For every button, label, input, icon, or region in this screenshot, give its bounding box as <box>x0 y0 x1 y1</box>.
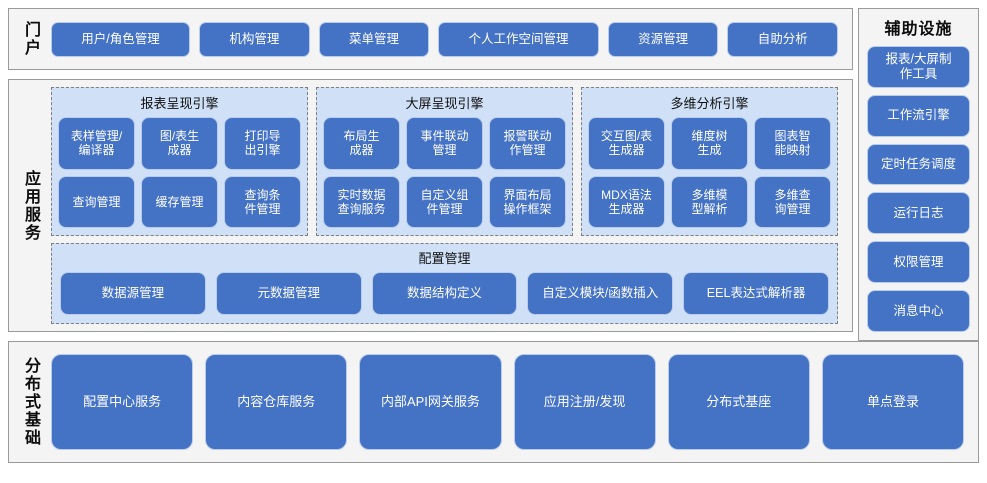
distributed-base-section: 分布式基础 配置中心服务 内容仓库服务 内部API网关服务 应用注册/发现 分布… <box>8 341 979 463</box>
dist-item-config-center-service[interactable]: 配置中心服务 <box>51 354 194 450</box>
engine-group-olap-items: 交互图/表 生成器 维度树 生成 图表智 能映射 MDX语法 生成器 多维模 型… <box>588 117 831 228</box>
bigscreen-item-ui-layout-operation-framework[interactable]: 界面布局 操作框架 <box>489 175 566 228</box>
config-item-metadata-management[interactable]: 元数据管理 <box>215 272 362 315</box>
report-item-query-condition-management[interactable]: 查询条 件管理 <box>224 175 301 228</box>
config-item-datasource-management[interactable]: 数据源管理 <box>60 272 206 315</box>
aux-item-workflow-engine[interactable]: 工作流引擎 <box>867 94 970 137</box>
portal-band-label: 门户 <box>22 21 39 57</box>
portal-item-resource-management[interactable]: 资源管理 <box>607 21 719 57</box>
report-item-print-export-engine[interactable]: 打印导 出引擎 <box>224 117 301 170</box>
olap-item-chart-smart-mapping[interactable]: 图表智 能映射 <box>754 117 831 170</box>
bigscreen-item-custom-component-management[interactable]: 自定义组 件管理 <box>406 175 483 228</box>
config-item-custom-module-function-insertion[interactable]: 自定义模块/函数插入 <box>527 272 674 315</box>
portal-item-org-management[interactable]: 机构管理 <box>199 21 310 57</box>
engine-group-bigscreen: 大屏呈现引擎 布局生 成器 事件联动 管理 报警联动 作管理 实时数据 查询服务… <box>316 87 573 236</box>
engine-group-bigscreen-title: 大屏呈现引擎 <box>405 96 484 111</box>
aux-item-message-center[interactable]: 消息中心 <box>867 290 970 332</box>
distributed-base-item-list: 配置中心服务 内容仓库服务 内部API网关服务 应用注册/发现 分布式基座 单点… <box>51 342 968 462</box>
auxiliary-facilities-item-list: 报表/大屏制 作工具 工作流引擎 定时任务调度 运行日志 权限管理 消息中心 <box>867 46 970 332</box>
aux-item-permission-management[interactable]: 权限管理 <box>867 241 970 284</box>
olap-item-mdx-syntax-generator[interactable]: MDX语法 生成器 <box>588 175 665 228</box>
portal-item-personal-workspace-management[interactable]: 个人工作空间管理 <box>438 21 599 57</box>
engine-group-row: 报表呈现引擎 表样管理/ 编译器 图/表生 成器 打印导 出引擎 查询管理 缓存… <box>51 87 838 236</box>
report-item-template-management-compiler[interactable]: 表样管理/ 编译器 <box>58 117 135 170</box>
main-column: 门户 用户/角色管理 机构管理 菜单管理 个人工作空间管理 资源管理 自助分析 … <box>8 8 853 332</box>
portal-item-list: 用户/角色管理 机构管理 菜单管理 个人工作空间管理 资源管理 自助分析 <box>51 21 842 57</box>
bigscreen-item-realtime-data-query-service[interactable]: 实时数据 查询服务 <box>323 175 400 228</box>
portal-item-menu-management[interactable]: 菜单管理 <box>318 21 430 57</box>
aux-item-scheduled-task-scheduling[interactable]: 定时任务调度 <box>867 143 970 186</box>
engine-group-olap: 多维分析引擎 交互图/表 生成器 维度树 生成 图表智 能映射 MDX语法 生成… <box>581 87 838 236</box>
bigscreen-item-event-linkage-management[interactable]: 事件联动 管理 <box>406 117 483 170</box>
bigscreen-item-alarm-linkage-action-management[interactable]: 报警联动 作管理 <box>489 117 566 170</box>
portal-item-self-service-analysis[interactable]: 自助分析 <box>727 21 839 57</box>
engine-group-report-items: 表样管理/ 编译器 图/表生 成器 打印导 出引擎 查询管理 缓存管理 查询条 … <box>58 117 301 228</box>
olap-item-multidim-model-parsing[interactable]: 多维模 型解析 <box>671 175 748 228</box>
report-item-cache-management[interactable]: 缓存管理 <box>141 175 218 228</box>
report-item-chart-table-generator[interactable]: 图/表生 成器 <box>141 117 218 170</box>
olap-item-dimension-tree-generation[interactable]: 维度树 生成 <box>671 117 748 170</box>
config-management-group: 配置管理 数据源管理 元数据管理 数据结构定义 自定义模块/函数插入 EEL表达… <box>51 243 838 324</box>
dist-item-single-sign-on[interactable]: 单点登录 <box>821 354 965 450</box>
aux-item-report-bigscreen-authoring-tool[interactable]: 报表/大屏制 作工具 <box>867 46 970 88</box>
auxiliary-facilities-title: 辅助设施 <box>884 21 953 38</box>
portal-item-user-role-management[interactable]: 用户/角色管理 <box>51 21 191 57</box>
config-management-title: 配置管理 <box>418 251 471 266</box>
olap-item-multidim-query-management[interactable]: 多维查 询管理 <box>754 175 831 228</box>
dist-item-app-registration-discovery[interactable]: 应用注册/发现 <box>513 354 656 450</box>
upper-area: 门户 用户/角色管理 机构管理 菜单管理 个人工作空间管理 资源管理 自助分析 … <box>8 8 979 332</box>
auxiliary-facilities-section: 辅助设施 报表/大屏制 作工具 工作流引擎 定时任务调度 运行日志 权限管理 消… <box>858 8 979 341</box>
application-services-band-label: 应用服务 <box>22 169 39 242</box>
application-services-body: 报表呈现引擎 表样管理/ 编译器 图/表生 成器 打印导 出引擎 查询管理 缓存… <box>51 80 842 331</box>
engine-group-bigscreen-items: 布局生 成器 事件联动 管理 报警联动 作管理 实时数据 查询服务 自定义组 件… <box>323 117 566 228</box>
dist-item-content-repository-service[interactable]: 内容仓库服务 <box>205 354 348 450</box>
report-item-query-management[interactable]: 查询管理 <box>58 175 135 228</box>
dist-item-distributed-foundation[interactable]: 分布式基座 <box>667 354 810 450</box>
portal-section: 门户 用户/角色管理 机构管理 菜单管理 个人工作空间管理 资源管理 自助分析 <box>8 8 853 70</box>
config-item-data-structure-definition[interactable]: 数据结构定义 <box>371 272 518 315</box>
config-item-eel-expression-parser[interactable]: EEL表达式解析器 <box>683 272 829 315</box>
config-management-items: 数据源管理 元数据管理 数据结构定义 自定义模块/函数插入 EEL表达式解析器 <box>60 272 829 315</box>
olap-item-interactive-chart-table-generator[interactable]: 交互图/表 生成器 <box>588 117 665 170</box>
dist-item-internal-api-gateway-service[interactable]: 内部API网关服务 <box>359 354 502 450</box>
engine-group-olap-title: 多维分析引擎 <box>670 96 749 111</box>
distributed-base-band-label: 分布式基础 <box>22 357 39 447</box>
application-services-section: 应用服务 报表呈现引擎 表样管理/ 编译器 图/表生 成器 打印导 出引擎 查询… <box>8 79 853 332</box>
bigscreen-item-layout-generator[interactable]: 布局生 成器 <box>323 117 400 170</box>
aux-item-runtime-log[interactable]: 运行日志 <box>867 192 970 235</box>
engine-group-report-title: 报表呈现引擎 <box>140 96 219 111</box>
engine-group-report: 报表呈现引擎 表样管理/ 编译器 图/表生 成器 打印导 出引擎 查询管理 缓存… <box>51 87 308 236</box>
